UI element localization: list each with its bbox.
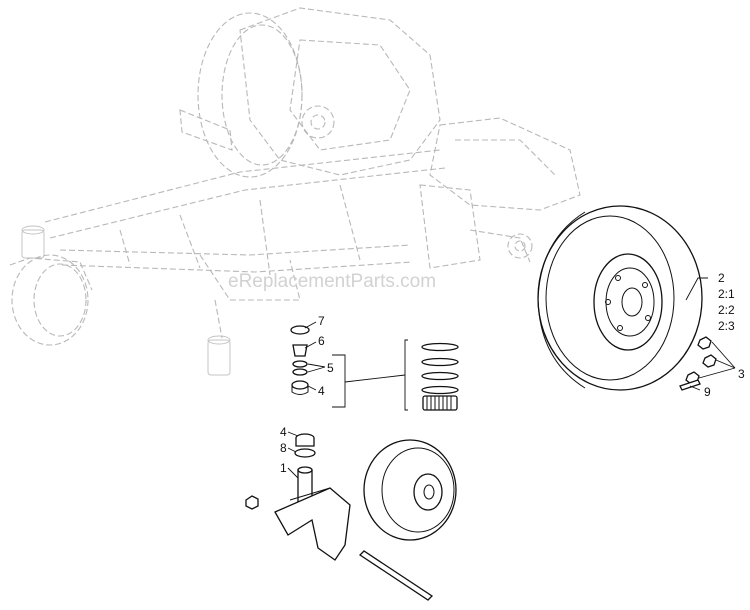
chassis-ghost (9, 7, 581, 376)
rear-tire-assembly (537, 205, 703, 391)
callout-2-3: 2:3 (718, 319, 735, 333)
valve-stem (679, 379, 701, 391)
callout-5: 5 (327, 361, 334, 375)
callout-1: 1 (280, 461, 287, 475)
callout-labels: 7 6 5 4 2 2:1 2:2 2:3 3 9 4 8 1 (280, 271, 745, 475)
leader-lines (287, 277, 736, 479)
callout-4-upper: 4 (318, 384, 325, 398)
callout-2-1: 2:1 (718, 287, 735, 301)
caster-assembly (245, 433, 457, 601)
callout-9: 9 (704, 385, 711, 399)
callout-2-2: 2:2 (718, 303, 735, 317)
callout-2: 2 (718, 271, 725, 285)
callout-4-lower: 4 (280, 425, 287, 439)
bearing-stack (290, 325, 310, 395)
bearing-detail (404, 339, 459, 411)
callout-3: 3 (738, 367, 745, 381)
callout-8: 8 (280, 441, 287, 455)
callout-6: 6 (318, 334, 325, 348)
callout-7: 7 (318, 314, 325, 328)
watermark: eReplacementParts.com (228, 271, 436, 292)
